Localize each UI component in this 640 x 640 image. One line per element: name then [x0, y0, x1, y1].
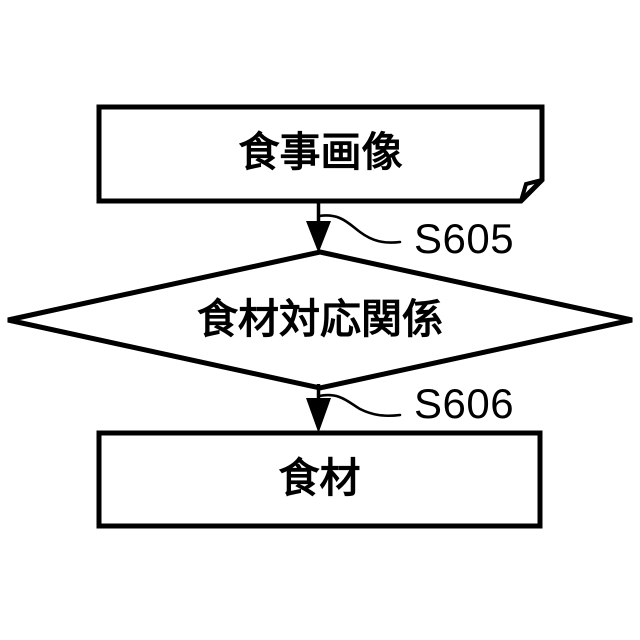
edge-s606: [306, 384, 402, 433]
meal-image-corner-fold-icon: [519, 178, 543, 202]
edge-s606-leader-line: [317, 393, 402, 418]
ingredient-rectangle-outline: [96, 430, 543, 529]
step-label-s605: S605: [414, 215, 515, 262]
meal-image-document-outline: [96, 104, 545, 204]
node-meal-image[interactable]: [96, 104, 545, 204]
node-label-ingredient-relation: 食材対応関係: [197, 295, 443, 343]
edge-s605-leader-line: [317, 214, 402, 244]
edge-s605: [306, 201, 402, 253]
edge-s606-arrowhead-icon: [306, 398, 331, 433]
node-ingredient[interactable]: [96, 430, 543, 529]
edge-s605-arrowhead-icon: [306, 221, 331, 253]
node-label-meal-image: 食事画像: [238, 128, 403, 176]
node-label-ingredient: 食材: [278, 454, 361, 502]
step-label-s606: S606: [414, 380, 515, 427]
